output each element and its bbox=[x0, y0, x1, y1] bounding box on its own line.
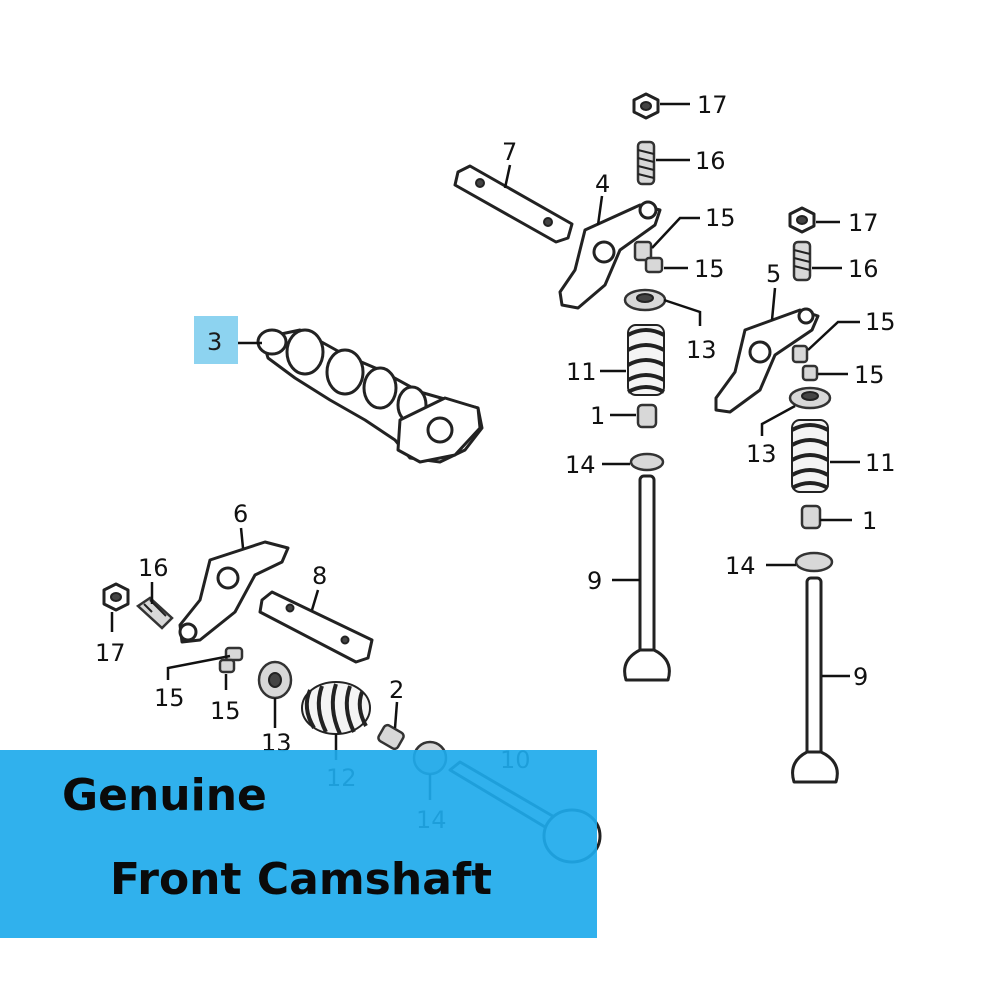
callout-16: 16 bbox=[138, 554, 169, 582]
callout-1: 1 bbox=[590, 402, 605, 430]
callout-17: 17 bbox=[95, 639, 126, 667]
valve-seal-2-left bbox=[377, 723, 405, 751]
callout-17: 17 bbox=[697, 91, 728, 119]
callout-2: 2 bbox=[389, 676, 404, 704]
leader-lines bbox=[110, 102, 860, 800]
callout-7: 7 bbox=[502, 138, 517, 166]
callout-16: 16 bbox=[695, 147, 726, 175]
callout-16: 16 bbox=[848, 255, 879, 283]
rocker-arm-4 bbox=[558, 200, 662, 310]
callout-labels: 17 16 7 4 15 15 13 11 1 14 9 17 16 5 15 … bbox=[95, 91, 896, 834]
banner-line-front-camshaft: Front Camshaft bbox=[110, 854, 493, 905]
valve-9-right bbox=[791, 576, 839, 784]
rocker-shaft-8 bbox=[258, 590, 374, 664]
product-title-banner: Genuine Front Camshaft bbox=[0, 750, 597, 938]
spring-12-left bbox=[301, 681, 371, 735]
rocker-shaft-7 bbox=[453, 164, 574, 244]
callout-15: 15 bbox=[154, 684, 185, 712]
callout-15: 15 bbox=[694, 255, 725, 283]
callout-9: 9 bbox=[853, 663, 868, 691]
callout-8: 8 bbox=[312, 562, 327, 590]
retainer-13-right bbox=[788, 386, 832, 410]
callout-14: 14 bbox=[725, 552, 756, 580]
callout-11: 11 bbox=[865, 449, 896, 477]
callout-13: 13 bbox=[746, 440, 777, 468]
banner-line-genuine: Genuine bbox=[62, 770, 267, 821]
callout-17: 17 bbox=[848, 209, 879, 237]
callout-13: 13 bbox=[686, 336, 717, 364]
nut-17-top bbox=[632, 92, 660, 120]
retainer-13-top bbox=[623, 288, 667, 312]
valve-9-top bbox=[623, 474, 671, 682]
callout-6: 6 bbox=[233, 500, 248, 528]
keepers-15-right bbox=[791, 344, 819, 382]
callout-4: 4 bbox=[595, 170, 610, 198]
callout-3: 3 bbox=[207, 328, 222, 356]
nut-17-left bbox=[102, 582, 130, 612]
adjust-screw-16-right bbox=[792, 240, 812, 282]
callout-15: 15 bbox=[865, 308, 896, 336]
callout-5: 5 bbox=[766, 260, 781, 288]
keepers-15-left bbox=[218, 646, 244, 674]
callout-15: 15 bbox=[705, 204, 736, 232]
valve-seal-1-top bbox=[636, 403, 658, 429]
rocker-arm-5 bbox=[714, 307, 820, 414]
spring-seat-14-top bbox=[629, 452, 665, 472]
camshaft-part bbox=[256, 328, 484, 464]
keepers-15-top bbox=[633, 240, 664, 274]
adjust-screw-16-top bbox=[636, 140, 656, 186]
retainer-13-left bbox=[257, 660, 293, 700]
callout-11: 11 bbox=[566, 358, 597, 386]
callout-9: 9 bbox=[587, 567, 602, 595]
spring-seat-14-right bbox=[794, 551, 834, 573]
callout-1: 1 bbox=[862, 507, 877, 535]
callout-15: 15 bbox=[854, 361, 885, 389]
nut-17-right bbox=[788, 206, 816, 234]
valve-seal-1-right bbox=[800, 504, 822, 530]
adjust-screw-16-left bbox=[135, 596, 174, 630]
callout-15: 15 bbox=[210, 697, 241, 725]
rocker-arm-6 bbox=[178, 540, 290, 644]
callout-14: 14 bbox=[565, 451, 596, 479]
spring-11-right bbox=[791, 419, 829, 493]
highlight-box-part-3 bbox=[194, 316, 238, 364]
spring-11-top bbox=[627, 324, 665, 396]
